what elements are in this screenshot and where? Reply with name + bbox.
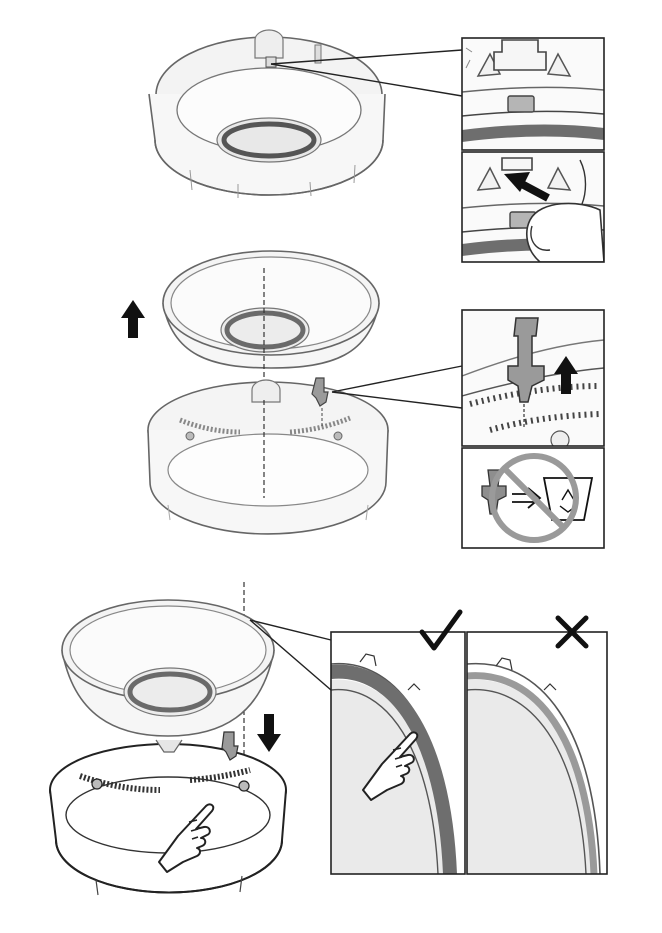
step-2-base-ring [148,378,388,534]
step-1-base-ring [149,30,385,198]
callout-line-step-2 [332,366,462,392]
step-2-bowl-lifted [163,251,379,382]
detail-panel-correct-seat [331,612,465,874]
detail-panel-clip-removed [462,310,604,449]
arrow-up-icon [121,300,145,338]
arrow-down-icon [257,714,281,752]
detail-panel-clip-push [462,152,604,262]
detail-panel-incorrect-seat [467,618,607,874]
detail-panel-clip-closed [462,38,604,150]
detail-panel-no-dispose [462,448,604,548]
step-3-bowl-lowering [62,600,274,752]
